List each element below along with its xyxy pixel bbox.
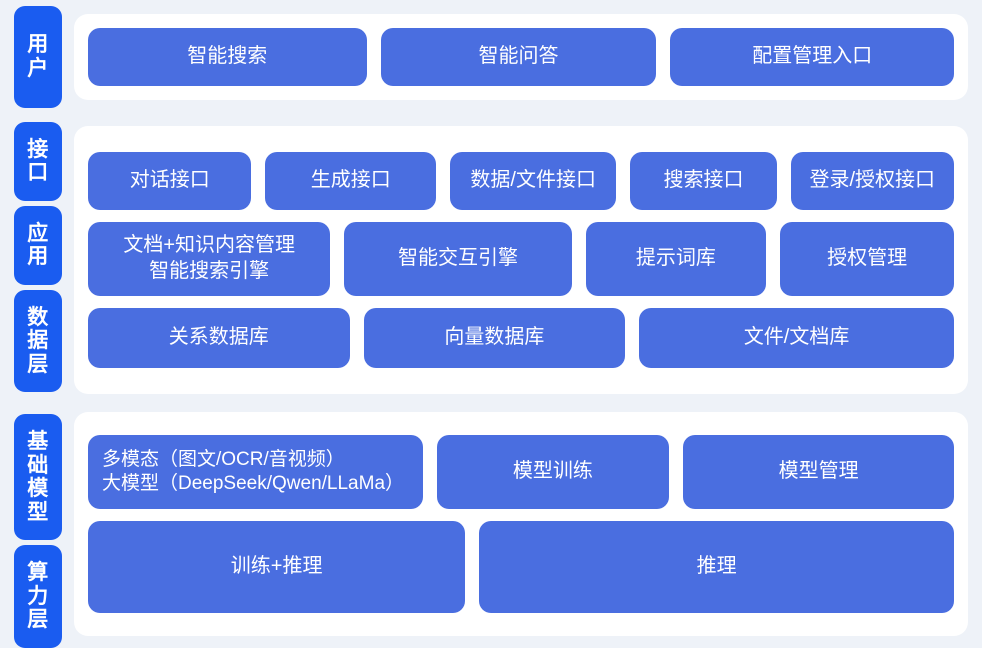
node-multimodal-large-model[interactable]: 多模态（图文/OCR/音视频） 大模型（DeepSeek/Qwen/LLaMa） [88,435,423,509]
node-file-document-store[interactable]: 文件/文档库 [639,308,954,368]
layer-chip-char: 础 [27,453,49,477]
layer-chip-char: 力 [27,584,49,608]
node-row-compute: 训练+推理 推理 [88,521,954,613]
node-data-file-api[interactable]: 数据/文件接口 [450,152,617,210]
layer-chip-char: 用 [27,33,49,57]
node-row-application: 文档+知识内容管理 智能搜索引擎 智能交互引擎 提示词库 授权管理 [88,222,954,296]
layer-chip-interface[interactable]: 接 口 [14,122,62,201]
layer-chip-char: 接 [27,137,49,161]
layer-chip-char: 口 [27,161,49,185]
node-dialog-api[interactable]: 对话接口 [88,152,252,210]
layer-panel-core: 对话接口 生成接口 数据/文件接口 搜索接口 登录/授权接口 文档+知识内容管理… [74,126,968,394]
layer-chip-application[interactable]: 应 用 [14,205,62,285]
layer-panel-infrastructure: 多模态（图文/OCR/音视频） 大模型（DeepSeek/Qwen/LLaMa）… [74,412,968,636]
node-row-foundation-model: 多模态（图文/OCR/音视频） 大模型（DeepSeek/Qwen/LLaMa）… [88,435,954,509]
node-prompt-library[interactable]: 提示词库 [585,222,767,296]
node-smart-interaction-engine[interactable]: 智能交互引擎 [344,222,572,296]
node-row-interface: 对话接口 生成接口 数据/文件接口 搜索接口 登录/授权接口 [88,152,954,210]
layer-chip-char: 基 [27,430,49,454]
layer-group-core: 接 口 应 用 数 据 层 对话接口 生成接口 数据/文件接口 搜索接口 登录/… [0,120,982,400]
layer-group-user: 用 户 智能搜索 智能问答 配置管理入口 [0,6,982,108]
node-vector-database[interactable]: 向量数据库 [363,308,626,368]
node-search-api[interactable]: 搜索接口 [630,152,777,210]
layer-chip-foundation-model[interactable]: 基 础 模 型 [14,414,62,541]
node-row-data: 关系数据库 向量数据库 文件/文档库 [88,308,954,368]
layer-rail-infrastructure: 基 础 模 型 算 力 层 [0,412,62,648]
node-config-management-entry[interactable]: 配置管理入口 [670,28,954,86]
layer-chip-char: 用 [27,245,49,269]
node-inference[interactable]: 推理 [479,521,954,613]
layer-panel-user: 智能搜索 智能问答 配置管理入口 [74,14,968,100]
layer-chip-compute[interactable]: 算 力 层 [14,545,62,648]
node-smart-search[interactable]: 智能搜索 [88,28,367,86]
node-document-knowledge-management[interactable]: 文档+知识内容管理 智能搜索引擎 [88,222,331,296]
layer-group-infrastructure: 基 础 模 型 算 力 层 多模态（图文/OCR/音视频） 大模型（DeepSe… [0,412,982,648]
layer-chip-char: 模 [27,477,49,501]
layer-chip-char: 型 [27,500,49,524]
layer-chip-char: 应 [27,221,49,245]
layer-chip-data[interactable]: 数 据 层 [14,289,62,392]
layer-chip-char: 算 [27,561,49,585]
layer-chip-char: 数 [27,305,49,329]
node-smart-qa[interactable]: 智能问答 [380,28,657,86]
node-relational-database[interactable]: 关系数据库 [88,308,350,368]
layer-chip-char: 据 [27,329,49,353]
layer-chip-char: 户 [27,57,49,80]
layer-rail-core: 接 口 应 用 数 据 层 [0,120,62,400]
node-training-and-inference[interactable]: 训练+推理 [88,521,466,613]
node-model-training[interactable]: 模型训练 [436,435,670,509]
layer-chip-user[interactable]: 用 户 [14,6,62,108]
node-generation-api[interactable]: 生成接口 [265,152,437,210]
node-model-management[interactable]: 模型管理 [683,435,954,509]
layer-chip-char: 层 [27,608,49,632]
node-row-user: 智能搜索 智能问答 配置管理入口 [88,28,954,86]
layer-rail-user: 用 户 [0,6,62,108]
node-authorization-management[interactable]: 授权管理 [780,222,954,296]
layer-chip-char: 层 [27,352,49,376]
node-login-auth-api[interactable]: 登录/授权接口 [790,152,954,210]
